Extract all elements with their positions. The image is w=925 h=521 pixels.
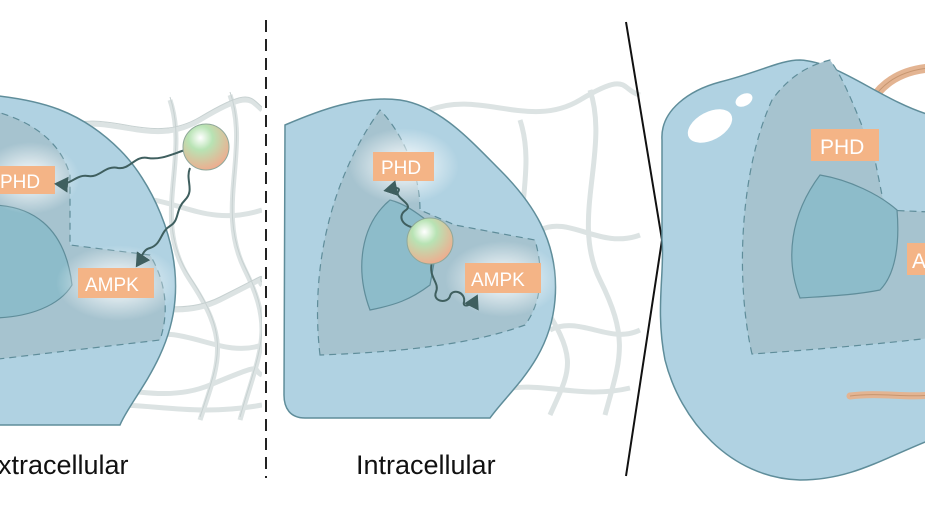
fiber-right-bottom-outline [849,394,925,397]
extracellular-panel: PHD AMPK [0,91,262,426]
phd-box-right [811,129,879,161]
signal-arrow-to-phd-middle [383,180,416,229]
signal-arrow-to-phd-left [54,149,186,193]
highlight-large [687,109,733,143]
signal-arrow-to-ampk-left [135,167,191,268]
molecule-icon-middle [406,217,454,265]
phd-box-middle [373,152,434,181]
zoomed-cell-panel: PHD A [659,59,925,481]
intracellular-panel: PHD AMPK [283,81,642,419]
ampk-box-left [78,268,154,298]
caption-extracellular: xtracellular [0,450,129,480]
ampk-box-right-partial [907,243,925,275]
caption-intracellular: Intracellular [356,450,496,480]
molecule-icon-left [182,123,230,171]
highlight-small [735,93,753,107]
ampk-label-middle: AMPK [471,270,525,291]
phd-label-middle: PHD [381,158,421,179]
ampk-label-right-partial: A [912,250,925,273]
phd-label-right: PHD [820,136,864,159]
ampk-box-middle [465,263,541,293]
signal-arrow-to-ampk-middle [430,261,479,311]
phd-box-left [0,166,55,194]
phd-label-left: PHD [0,172,40,193]
ampk-label-left: AMPK [85,275,139,296]
nucleus-right [791,174,899,299]
